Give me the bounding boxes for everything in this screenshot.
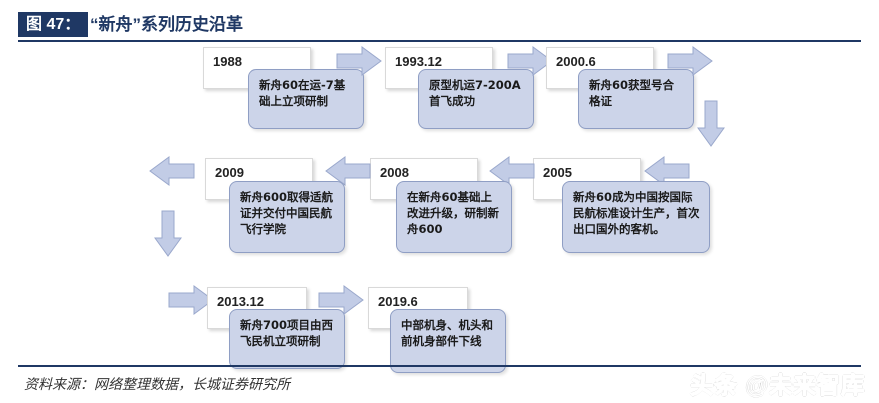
arrow-2005-to-2008-icon bbox=[489, 155, 535, 187]
node-body-1993-12: 原型机运7-200A首飞成功 bbox=[418, 69, 534, 129]
node-body-2000-6: 新舟60获型号合格证 bbox=[578, 69, 694, 129]
node-text: 新舟700项目由西飞民机立项研制 bbox=[240, 318, 334, 348]
arrow-1993-to-2000-icon bbox=[507, 45, 553, 77]
node-text: 在新舟60基础上改进升级，研制新舟600 bbox=[407, 190, 499, 236]
date-label: 2019.6 bbox=[378, 294, 418, 309]
node-text: 新舟600取得适航证并交付中国民航飞行学院 bbox=[240, 190, 334, 236]
node-text: 新舟60成为中国按国际民航标准设计生产，首次出口国外的客机。 bbox=[573, 190, 700, 236]
date-label: 1988 bbox=[213, 54, 242, 69]
arrow-1988-to-1993-icon bbox=[336, 45, 382, 77]
date-label: 2008 bbox=[380, 165, 409, 180]
figure-number-tag: 图 47： bbox=[18, 12, 89, 37]
arrow-2008-to-2009-icon bbox=[325, 155, 371, 187]
date-label: 1993.12 bbox=[395, 54, 442, 69]
node-body-2013-12: 新舟700项目由西飞民机立项研制 bbox=[229, 309, 345, 369]
footer-divider bbox=[18, 365, 861, 367]
arrow-row2-down-icon bbox=[152, 210, 184, 258]
source-note: 资料来源：网络整理数据，长城证券研究所 bbox=[24, 378, 290, 393]
node-text: 新舟60在运-7基础上立项研制 bbox=[259, 78, 346, 108]
date-label: 2009 bbox=[215, 165, 244, 180]
arrow-2000-to-row2-icon bbox=[667, 45, 713, 77]
arrow-row2-into-2005-icon bbox=[644, 155, 690, 187]
figure-title: “新舟”系列历史沿革 bbox=[90, 15, 243, 34]
arrow-2009-out-left-icon bbox=[149, 155, 195, 187]
figure-header: 图 47： “新舟”系列历史沿革 bbox=[0, 12, 879, 42]
node-text: 中部机身、机头和前机身部件下线 bbox=[401, 318, 493, 348]
watermark-label: 头条 @未来智库 bbox=[689, 371, 865, 398]
arrow-2013-to-2019-icon bbox=[318, 284, 364, 316]
arrow-row1-down-icon bbox=[695, 100, 727, 148]
node-body-2008: 在新舟60基础上改进升级，研制新舟600 bbox=[396, 181, 512, 253]
arrow-row3-into-2013-icon bbox=[168, 284, 214, 316]
header-divider bbox=[18, 40, 861, 42]
node-body-2005: 新舟60成为中国按国际民航标准设计生产，首次出口国外的客机。 bbox=[562, 181, 710, 253]
node-body-2019-6: 中部机身、机头和前机身部件下线 bbox=[390, 309, 506, 373]
date-label: 2005 bbox=[543, 165, 572, 180]
date-label: 2013.12 bbox=[217, 294, 264, 309]
node-body-1988: 新舟60在运-7基础上立项研制 bbox=[248, 69, 364, 129]
node-text: 新舟60获型号合格证 bbox=[589, 78, 675, 108]
date-label: 2000.6 bbox=[556, 54, 596, 69]
node-body-2009: 新舟600取得适航证并交付中国民航飞行学院 bbox=[229, 181, 345, 253]
node-text: 原型机运7-200A首飞成功 bbox=[429, 78, 521, 108]
timeline-diagram: 1988 新舟60在运-7基础上立项研制 1993.12 原型机运7-200A首… bbox=[0, 42, 879, 373]
